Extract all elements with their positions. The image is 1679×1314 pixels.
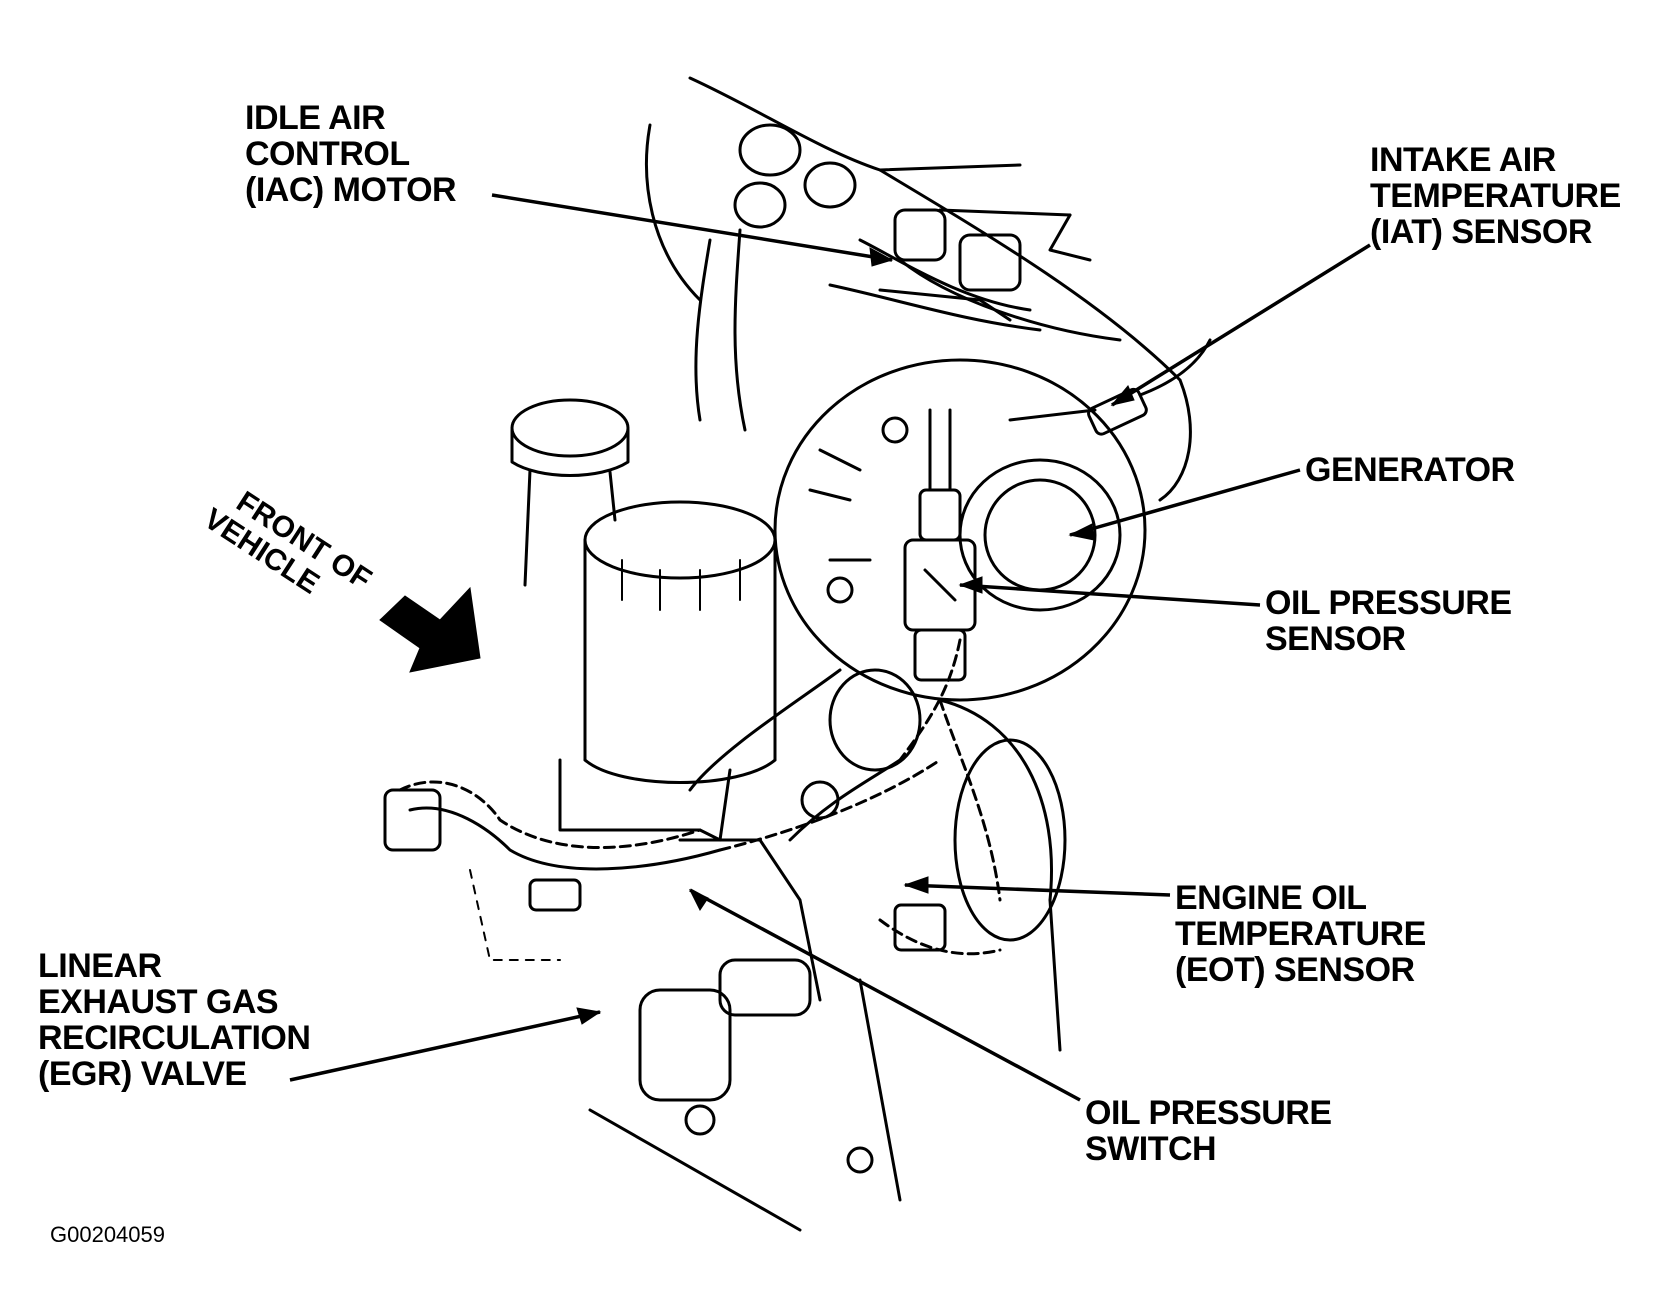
figure-id: G00204059 (50, 1222, 165, 1247)
generator-label-line-1: GENERATOR (1305, 451, 1515, 489)
generator-label: GENERATOR (1305, 452, 1515, 488)
iac-motor-label-line-3: (IAC) MOTOR (245, 171, 457, 209)
eot-sensor-label-line-2: TEMPERATURE (1175, 915, 1426, 953)
egr-valve-label-line-2: EXHAUST GAS (38, 983, 279, 1021)
wiring-harness (383, 638, 1002, 961)
oil-filler-cap (510, 398, 630, 587)
generator-drawing (773, 358, 1147, 702)
oil-pressure-switch-label: OIL PRESSURE SWITCH (1085, 1095, 1332, 1167)
oil-pressure-sensor-label-line-2: SENSOR (1265, 620, 1406, 658)
iat-sensor-drawing (1008, 338, 1212, 436)
leader-lines (289, 193, 1371, 1102)
iac-motor-label-line-1: IDLE AIR (245, 99, 386, 137)
oil-pressure-switch-label-line-1: OIL PRESSURE (1085, 1094, 1332, 1132)
iat-sensor-label-line-1: INTAKE AIR (1370, 141, 1556, 179)
egr-valve-label-line-1: LINEAR (38, 947, 162, 985)
egr-valve-label-line-3: RECIRCULATION (38, 1019, 311, 1057)
front-of-vehicle-arrow (379, 586, 481, 673)
oil-pressure-sensor-label: OIL PRESSURE SENSOR (1265, 585, 1512, 657)
eot-sensor-label-line-3: (EOT) SENSOR (1175, 951, 1415, 989)
oil-pressure-sensor-drawing (903, 408, 977, 682)
oil-pressure-switch-label-line-2: SWITCH (1085, 1130, 1217, 1168)
engine-outline (645, 76, 1192, 502)
engine-block (558, 668, 1067, 1232)
iat-sensor-label-line-3: (IAT) SENSOR (1370, 213, 1592, 251)
oil-pressure-sensor-label-line-1: OIL PRESSURE (1265, 584, 1512, 622)
eot-sensor-label: ENGINE OIL TEMPERATURE (EOT) SENSOR (1175, 880, 1426, 988)
iat-sensor-label: INTAKE AIR TEMPERATURE (IAT) SENSOR (1370, 142, 1621, 250)
iat-sensor-label-line-2: TEMPERATURE (1370, 177, 1621, 215)
eot-sensor-label-line-1: ENGINE OIL (1175, 879, 1367, 917)
iac-motor-drawing (694, 123, 1032, 432)
oil-filter (583, 500, 777, 784)
iac-motor-label: IDLE AIR CONTROL (IAC) MOTOR (245, 99, 457, 209)
iac-motor-label-line-2: CONTROL (245, 135, 410, 173)
egr-valve-label-line-4: (EGR) VALVE (38, 1055, 247, 1093)
egr-valve-label: LINEAR EXHAUST GAS RECIRCULATION (EGR) V… (38, 947, 311, 1093)
leader-arrowheads (576, 247, 1135, 1025)
